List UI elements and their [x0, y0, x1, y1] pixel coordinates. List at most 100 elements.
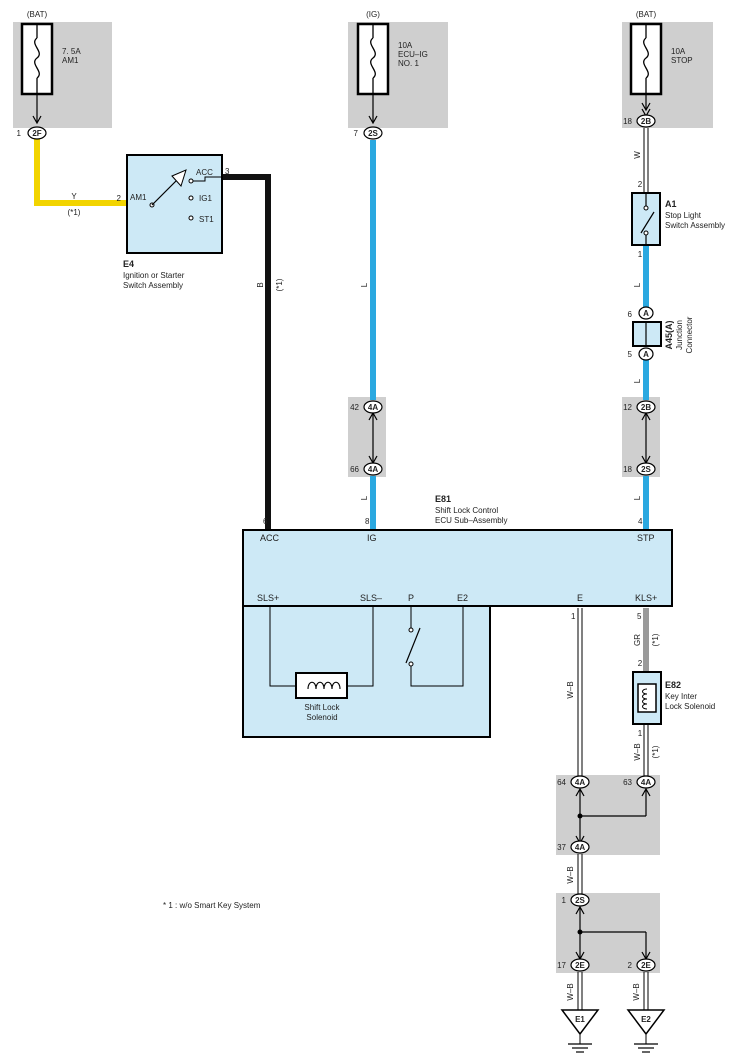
e81-pin-sls-plus: SLS+	[257, 593, 279, 603]
a45-pin-bottom-label: A	[643, 350, 649, 359]
wire-label-b-note: (*1)	[275, 278, 284, 291]
e81-pin-ig: IG	[367, 533, 377, 543]
connector-2s-bottom: 2S 1	[562, 893, 590, 907]
fuse-ecu-ig-name-1: ECU–IG	[398, 50, 428, 59]
connector-2e-17: 2E 17	[557, 958, 590, 972]
connector-4a-63: 4A 63	[623, 775, 656, 789]
wire-label-y-note: (*1)	[68, 208, 81, 217]
connector-4a-42-label: 4A	[368, 403, 378, 412]
e81-pin-kls-number: 5	[637, 612, 642, 621]
e81-name-2: ECU Sub–Assembly	[435, 516, 507, 525]
e81-pin-stp-number: 4	[638, 517, 643, 526]
key-interlock-solenoid-e82	[632, 671, 662, 725]
e81-pin-e-number: 1	[571, 612, 576, 621]
wire-label-l-1: L	[360, 282, 369, 287]
wire-label-gr-note: (*1)	[651, 633, 660, 646]
connector-2b-top-label: 2B	[641, 117, 651, 126]
connector-4a-64: 4A 64	[557, 775, 590, 789]
ignition-switch-e4	[126, 154, 223, 254]
connector-4a-42-pin: 42	[350, 403, 359, 412]
e4-pin-ig1: IG1	[199, 194, 212, 203]
fuse-am1	[20, 22, 54, 96]
ground-e2	[626, 1009, 666, 1053]
e81-pin-ig-number: 8	[365, 517, 370, 526]
footnote: * 1 : w/o Smart Key System	[163, 901, 261, 910]
wire-label-wb-4: W–B	[566, 983, 575, 1000]
wire-label-l-3: L	[633, 282, 642, 287]
source-bat-2: (BAT)	[636, 10, 657, 19]
wire-label-w: W	[633, 151, 642, 159]
fuse-stop-name: STOP	[671, 56, 693, 65]
connector-2b-top: 2B 18	[623, 114, 656, 128]
wire-label-gr: GR	[633, 634, 642, 646]
e82-code: E82	[665, 680, 681, 690]
wire-label-b: B	[256, 282, 265, 287]
e4-pin-st1: ST1	[199, 215, 214, 224]
shift-lock-solenoid-label-2: Solenoid	[306, 713, 337, 722]
fuse-am1-rating: 7. 5A	[62, 47, 81, 56]
ground-e1	[560, 1009, 600, 1053]
connector-2b-mid-label: 2B	[641, 403, 651, 412]
wire-label-wb-2-note: (*1)	[651, 745, 660, 758]
shift-lock-solenoid-label-1: Shift Lock	[304, 703, 340, 712]
e81-pin-p: P	[408, 593, 414, 603]
connector-4a-64-label: 4A	[575, 778, 585, 787]
connector-2s-top: 2S 7	[354, 126, 383, 140]
fuse-ecu-ig-rating: 10A	[398, 41, 413, 50]
connector-2s-mid-label: 2S	[641, 465, 651, 474]
e81-pin-e2: E2	[457, 593, 468, 603]
wire-label-l-2: L	[360, 495, 369, 500]
e81-pin-acc: ACC	[260, 533, 280, 543]
ground-e2-label: E2	[641, 1015, 651, 1024]
fuse-stop	[629, 22, 663, 96]
connector-4a-66-pin: 66	[350, 465, 359, 474]
e81-pin-acc-number: 6	[263, 517, 268, 526]
fuse-am1-name: AM1	[62, 56, 79, 65]
connector-4a-37-label: 4A	[575, 843, 585, 852]
connector-2f-label: 2F	[32, 129, 41, 138]
a1-code: A1	[665, 199, 677, 209]
wire-label-wb-1: W–B	[566, 681, 575, 698]
wire-label-y: Y	[71, 192, 77, 201]
connector-2b-top-pin: 18	[623, 117, 632, 126]
connector-2s-top-pin: 7	[354, 129, 359, 138]
e82-name-1: Key Inter	[665, 692, 697, 701]
connector-2e-17-label: 2E	[575, 961, 585, 970]
stop-light-switch-a1	[631, 192, 661, 246]
wire-label-l-4: L	[633, 378, 642, 383]
a45-pin-top-number: 6	[628, 310, 633, 319]
junction-connector-a45: A A	[632, 306, 662, 361]
connector-2e-2-label: 2E	[641, 961, 651, 970]
connector-4a-37-pin: 37	[557, 843, 566, 852]
wire-label-l-5: L	[633, 495, 642, 500]
wire-label-wb-2: W–B	[633, 743, 642, 760]
a45-pin-top-label: A	[643, 309, 649, 318]
e81-pin-kls-plus: KLS+	[635, 593, 657, 603]
e4-name-2: Switch Assembly	[123, 281, 183, 290]
wire-label-wb-5: W–B	[632, 983, 641, 1000]
connector-2e-17-pin: 17	[557, 961, 566, 970]
fuse-ecu-ig-name-2: NO. 1	[398, 59, 419, 68]
connector-2s-bottom-label: 2S	[575, 896, 585, 905]
source-bat-1: (BAT)	[27, 10, 48, 19]
connector-2e-2: 2E 2	[628, 958, 656, 972]
a1-name-1: Stop Light	[665, 211, 702, 220]
connector-2s-mid: 2S 18	[623, 462, 656, 476]
connector-4a-66: 4A 66	[350, 462, 383, 476]
a45-pin-bottom-number: 5	[628, 350, 633, 359]
fuse-ecu-ig	[356, 22, 390, 96]
shift-lock-ecu-e81	[242, 529, 673, 738]
e82-pin-bottom: 1	[638, 729, 643, 738]
wire-yellow	[34, 133, 127, 206]
a1-pin-top: 2	[638, 180, 643, 189]
a45-name-1: Junction	[675, 320, 684, 350]
connector-2f-pin: 1	[17, 129, 22, 138]
a1-pin-bottom: 1	[638, 250, 643, 259]
e4-pin-am1-number: 2	[117, 194, 122, 203]
wire-black	[222, 174, 271, 530]
fuse-stop-rating: 10A	[671, 47, 686, 56]
connector-2s-top-label: 2S	[368, 129, 378, 138]
connector-2f: 2F 1	[17, 126, 47, 140]
junction-panel-ground-4a	[556, 775, 660, 855]
